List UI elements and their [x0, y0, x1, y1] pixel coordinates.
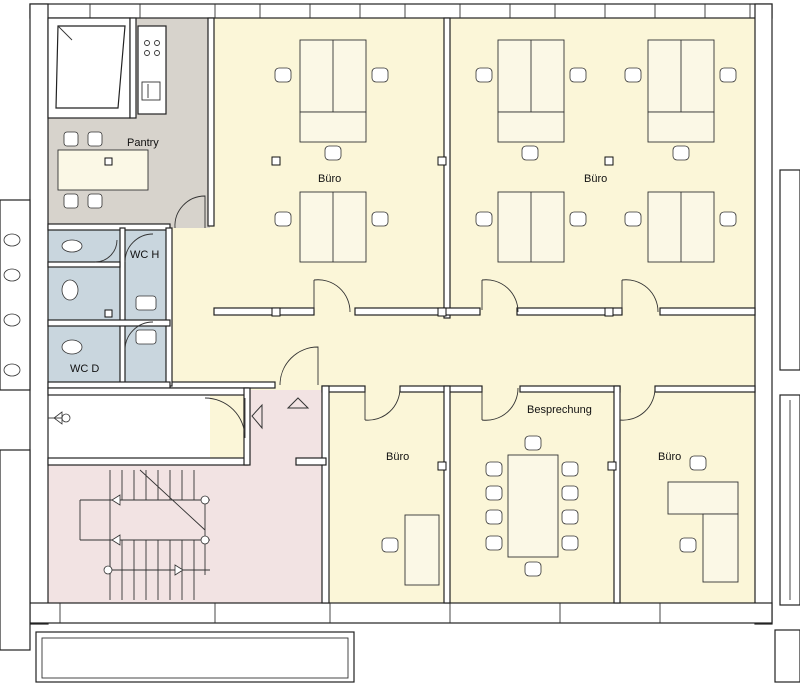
room-label-buero-1: Büro: [318, 173, 341, 185]
room-label-pantry: Pantry: [127, 137, 159, 149]
stove-icon: [144, 40, 150, 46]
stair-arrow-icon: [111, 494, 121, 506]
doors: [174, 195, 659, 439]
door-swing-icon: [313, 279, 351, 313]
toilet-icon: [61, 239, 83, 253]
neighbour-wc: [0, 199, 31, 651]
office-lower-left: [381, 461, 447, 586]
stair-landing-fill: [248, 390, 326, 470]
room-label-wc-h: WC H: [130, 249, 159, 261]
sink-icon: [141, 81, 161, 101]
office-top-left: [271, 39, 614, 317]
direction-triangle-icon: [286, 397, 310, 409]
hall-markers: [48, 397, 310, 430]
staircase: [79, 469, 210, 600]
room-label-besprechung: Besprechung: [527, 404, 592, 416]
office-top-right: [475, 39, 737, 263]
column-icon: [271, 156, 281, 166]
meeting-room: [485, 435, 617, 577]
pantry-fixtures: [57, 25, 167, 209]
office-lower-right: [667, 455, 739, 583]
stair-fill: [48, 465, 326, 603]
chair-icon: [274, 67, 292, 83]
wc-fixtures: [61, 233, 157, 355]
shaft-hatch: [55, 25, 126, 109]
balcony: [35, 629, 800, 683]
room-label-buero-4: Büro: [658, 451, 681, 463]
room-label-wc-d: WC D: [70, 363, 99, 375]
room-label-buero-3: Büro: [386, 451, 409, 463]
room-label-buero-2: Büro: [584, 173, 607, 185]
neighbour-right: [779, 169, 800, 606]
internal-walls: [47, 17, 756, 604]
